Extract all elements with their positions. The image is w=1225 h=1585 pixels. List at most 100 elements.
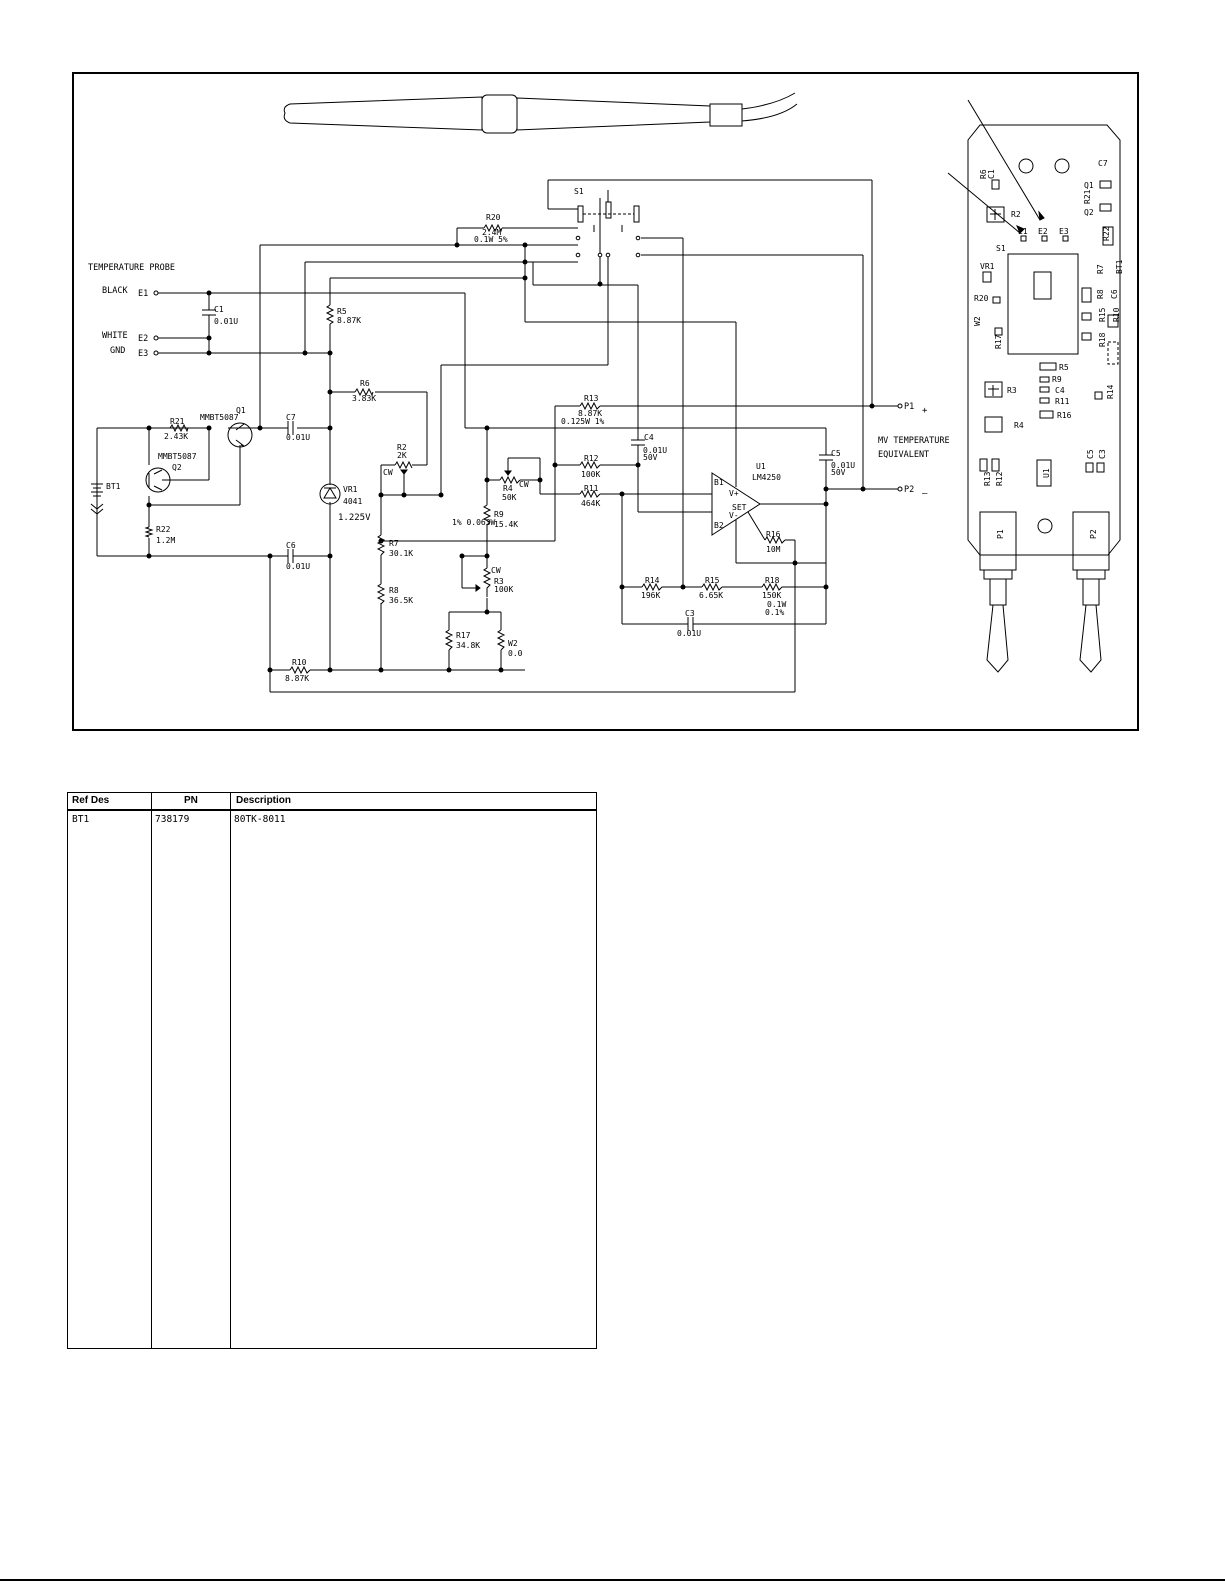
value-c5: 0.01U xyxy=(831,461,855,470)
probe-collar xyxy=(481,94,518,134)
label-c6: C6 xyxy=(286,541,296,550)
label-r14: R14 xyxy=(645,576,660,585)
terminal-e3-color: GND xyxy=(110,346,125,356)
value-r21: 2.43K xyxy=(164,432,188,441)
resistor-r5 xyxy=(325,304,335,325)
value-c6: 0.01U xyxy=(286,562,310,571)
pcb-label-r21: R21 xyxy=(1083,189,1092,204)
part-u1: LM4250 xyxy=(752,473,781,482)
sign-p2: – xyxy=(922,489,928,499)
resistor-r11 xyxy=(579,489,601,499)
pcb-label-c4: C4 xyxy=(1055,386,1065,395)
label-r21: R21 xyxy=(170,417,185,426)
label-c3: C3 xyxy=(685,609,695,618)
pin-vminus: V- xyxy=(729,511,739,520)
spec1-r18: 0.1W xyxy=(767,600,786,609)
resistor-r14 xyxy=(641,582,663,592)
value-r15: 6.65K xyxy=(699,591,723,600)
schematic-diagram: TEMPERATURE PROBE BLACK E1 WHITE E2 GND … xyxy=(88,92,1124,693)
cell-ref-des: BT1 xyxy=(72,814,90,825)
resistor-r13 xyxy=(579,401,601,411)
pcb-label-r13: R13 xyxy=(983,471,992,486)
value-vr1: 1.225V xyxy=(338,513,371,523)
resistor-r16 xyxy=(764,535,786,545)
zener-vr1 xyxy=(323,487,337,499)
pcb-label-p1: P1 xyxy=(996,529,1005,539)
pcb-label-r4: R4 xyxy=(1014,421,1024,430)
resistor-r17 xyxy=(444,629,454,651)
value-c4: 0.01U xyxy=(643,446,667,455)
probe-strain-relief xyxy=(709,103,743,127)
pcb-label-r5: R5 xyxy=(1059,363,1069,372)
spec-c5: 50V xyxy=(831,468,846,477)
junction-dots xyxy=(146,242,875,673)
resistor-r20 xyxy=(483,223,503,233)
spec-r20: 0.1W 5% xyxy=(474,235,508,244)
label-r4: R4 xyxy=(503,484,513,493)
spec-r9: 1% 0.063W xyxy=(452,518,496,527)
value-r12: 100K xyxy=(581,470,600,479)
label-q1: Q1 xyxy=(236,406,246,415)
page-bottom-rule xyxy=(0,1579,1225,1581)
part-q2: MMBT5087 xyxy=(158,452,197,461)
value-r17: 34.8K xyxy=(456,641,480,650)
terminal-e2-id: E2 xyxy=(138,334,148,344)
opamp-symbol xyxy=(711,472,761,536)
parts-list-table: Ref Des PN Description BT1 738179 80TK-8… xyxy=(67,792,597,1349)
terminal-e2-color: WHITE xyxy=(102,331,128,341)
label-w2: W2 xyxy=(508,639,518,648)
resistor-r3 xyxy=(482,567,492,597)
probe-title: TEMPERATURE PROBE xyxy=(88,263,175,273)
pcb-label-c7: C7 xyxy=(1098,159,1108,168)
value-c3: 0.01U xyxy=(677,629,701,638)
terminal-e1-id: E1 xyxy=(138,289,148,299)
cw-r4: CW xyxy=(519,480,529,489)
value-r8: 36.5K xyxy=(389,596,413,605)
cw-r3: CW xyxy=(491,566,501,575)
label-q2: Q2 xyxy=(172,463,182,472)
part-q1: MMBT5087 xyxy=(200,413,239,422)
header-pn: PN xyxy=(184,795,198,806)
value-r18: 150K xyxy=(762,591,781,600)
label-r10: R10 xyxy=(292,658,307,667)
pcb-label-e2: E2 xyxy=(1038,227,1048,236)
label-r11: R11 xyxy=(584,484,599,493)
pcb-label-u1: U1 xyxy=(1042,468,1051,478)
pcb-label-r7: R7 xyxy=(1096,264,1105,274)
terminal-e3-id: E3 xyxy=(138,349,148,359)
pcb-label-r8: R8 xyxy=(1096,289,1105,299)
resistor-r7 xyxy=(376,534,386,556)
label-vr1: VR1 xyxy=(343,485,358,494)
label-u1: U1 xyxy=(756,462,766,471)
resistor-r2 xyxy=(394,460,413,470)
output-title-1: MV TEMPERATURE xyxy=(878,436,950,446)
pcb-label-bt1: BT1 xyxy=(1115,259,1124,274)
label-s1: S1 xyxy=(574,187,584,196)
resistor-r22 xyxy=(144,526,154,538)
value-r9: 15.4K xyxy=(494,520,518,529)
pcb-label-q2: Q2 xyxy=(1084,208,1094,217)
value-w2: 0.0 xyxy=(508,649,523,658)
value-r22: 1.2M xyxy=(156,536,175,545)
value-r5: 8.87K xyxy=(337,316,361,325)
pcb-label-c3: C3 xyxy=(1098,449,1107,459)
pcb-label-r15: R15 xyxy=(1098,307,1107,322)
pin-vplus: V+ xyxy=(729,489,739,498)
probe-cable xyxy=(741,92,798,122)
label-r20: R20 xyxy=(486,213,501,222)
pcb-label-q1: Q1 xyxy=(1084,181,1094,190)
label-c4: C4 xyxy=(644,433,654,442)
cell-pn: 738179 xyxy=(155,814,190,825)
pcb-label-c1: C1 xyxy=(987,169,996,179)
label-r6: R6 xyxy=(360,379,370,388)
label-r2: R2 xyxy=(397,443,407,452)
pcb-label-c5: C5 xyxy=(1086,449,1095,459)
spec2-r18: 0.1% xyxy=(765,608,784,617)
resistor-r4 xyxy=(499,475,521,485)
label-r17: R17 xyxy=(456,631,471,640)
value-c1: 0.01U xyxy=(214,317,238,326)
pcb-board xyxy=(947,99,1121,673)
value-c7: 0.01U xyxy=(286,433,310,442)
label-r18: R18 xyxy=(765,576,780,585)
pcb-label-r9: R9 xyxy=(1052,375,1062,384)
